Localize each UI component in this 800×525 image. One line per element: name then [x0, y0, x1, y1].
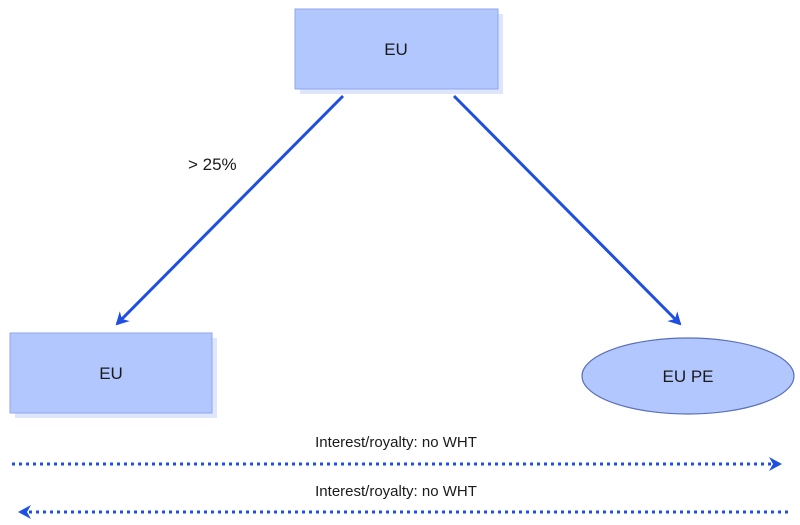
left-eu-label: EU — [99, 364, 123, 383]
pe-arrow-right — [452, 94, 682, 326]
top-eu-label: EU — [384, 40, 408, 59]
left-eu-subsidiary: EU — [9, 332, 217, 418]
ownership-percentage-label: > 25% — [188, 155, 237, 174]
flow-right-label: Interest/royalty: no WHT — [315, 434, 477, 451]
ownership-arrow-left — [115, 94, 345, 326]
eu-pe-label: EU PE — [662, 367, 713, 386]
eu-pe-entity: EU PE — [581, 337, 795, 415]
top-eu-entity: EU — [294, 8, 503, 94]
flow-left-label: Interest/royalty: no WHT — [315, 483, 477, 500]
